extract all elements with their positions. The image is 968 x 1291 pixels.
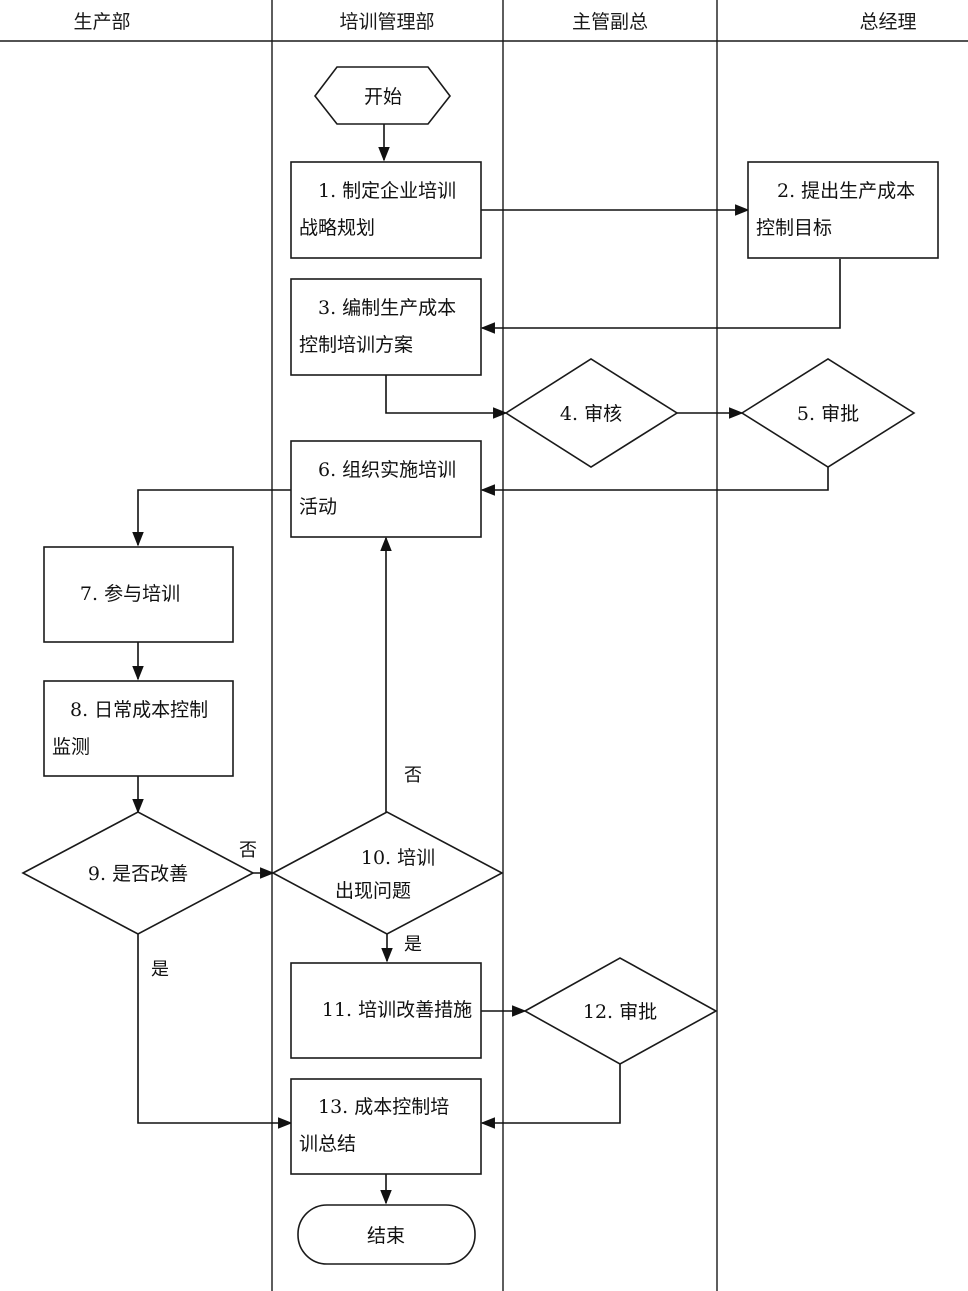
step-6-line-2: 活动 (299, 496, 337, 518)
step-11-box (290, 962, 482, 1059)
step-4-label: 4. 审核 (560, 403, 622, 425)
step-2-box (747, 161, 939, 259)
step-7-label: 7. 参与培训 (80, 583, 180, 605)
step-7-box (43, 546, 234, 643)
step-4-diamond (504, 358, 679, 468)
step-3-line-2: 控制培训方案 (299, 334, 413, 356)
step-13-line-1: 13. 成本控制培 (318, 1096, 449, 1118)
step-1-line-2: 战略规划 (299, 217, 375, 239)
end-node (297, 1204, 476, 1265)
end-label: 结束 (367, 1225, 405, 1247)
step-10-diamond (271, 811, 504, 935)
lane-title-vice-president: 主管副总 (572, 11, 648, 33)
step-2-line-2: 控制目标 (756, 217, 832, 239)
step-11-label: 11. 培训改善措施 (322, 999, 472, 1021)
step-3-line-1: 3. 编制生产成本 (318, 297, 456, 319)
step-13-line-2: 训总结 (299, 1133, 356, 1155)
step-1-box (290, 161, 482, 259)
step-5-label: 5. 审批 (797, 403, 859, 425)
step-2-line-1: 2. 提出生产成本 (777, 180, 915, 202)
lane-title-training: 培训管理部 (339, 11, 434, 33)
step-8-line-2: 监测 (52, 736, 90, 758)
edge-label-n9-no: 否 (239, 840, 257, 861)
step-8-line-1: 8. 日常成本控制 (70, 699, 208, 721)
step-10-line-2: 出现问题 (335, 880, 411, 902)
edge-n6-n7 (132, 489, 291, 547)
step-5-diamond (740, 358, 916, 468)
edge-n2-n3 (480, 259, 841, 334)
edge-label-n10-yes: 是 (404, 934, 422, 955)
step-13-box (290, 1078, 482, 1175)
step-12-label: 12. 审批 (583, 1001, 657, 1023)
step-12-diamond (523, 957, 718, 1065)
edge-n9-n13-yes (137, 934, 293, 1129)
edge-n3-n4 (385, 375, 508, 419)
edge-n12-n13 (480, 1064, 621, 1129)
lane-title-production: 生产部 (73, 11, 130, 33)
step-3-box (290, 278, 482, 376)
step-10-line-1: 10. 培训 (361, 847, 435, 869)
step-9-label: 9. 是否改善 (88, 863, 188, 885)
edge-n5-n6 (480, 466, 829, 496)
step-6-line-1: 6. 组织实施培训 (318, 459, 456, 481)
lane-title-general-manager: 总经理 (859, 11, 916, 33)
step-9-diamond (21, 811, 255, 935)
edge-label-n10-no: 否 (404, 765, 422, 786)
edge-label-n9-yes: 是 (151, 959, 169, 980)
step-8-box (43, 680, 234, 777)
step-6-box (290, 440, 482, 538)
step-1-line-1: 1. 制定企业培训 (318, 180, 456, 202)
start-node (313, 66, 452, 125)
start-label: 开始 (364, 86, 402, 108)
